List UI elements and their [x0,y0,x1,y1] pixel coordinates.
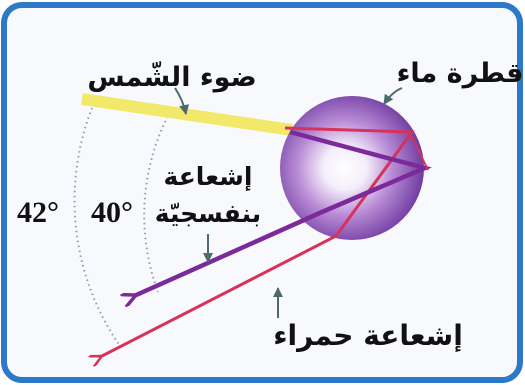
drop-pointer-arrow [383,87,403,105]
red-ray [100,126,415,357]
angle-arc-42 [73,107,121,347]
violet-ray-label-line2: بنفسجيّة [155,199,261,228]
violet-ray [134,129,432,296]
sunlight-label: ضوء الشّمس [87,61,256,93]
violet-ray-label-line1: إشعاعة [164,162,253,191]
water-drop [280,96,424,240]
angle-42-label: 42° [17,196,59,229]
water-drop-label: قطرة ماء [397,58,524,89]
red-ray-reflection [409,132,429,171]
sunlight-pointer-arrow [174,87,190,115]
red-ray-label: إشعاعة حمراء [273,319,463,353]
angle-40-label: 40° [91,196,133,229]
